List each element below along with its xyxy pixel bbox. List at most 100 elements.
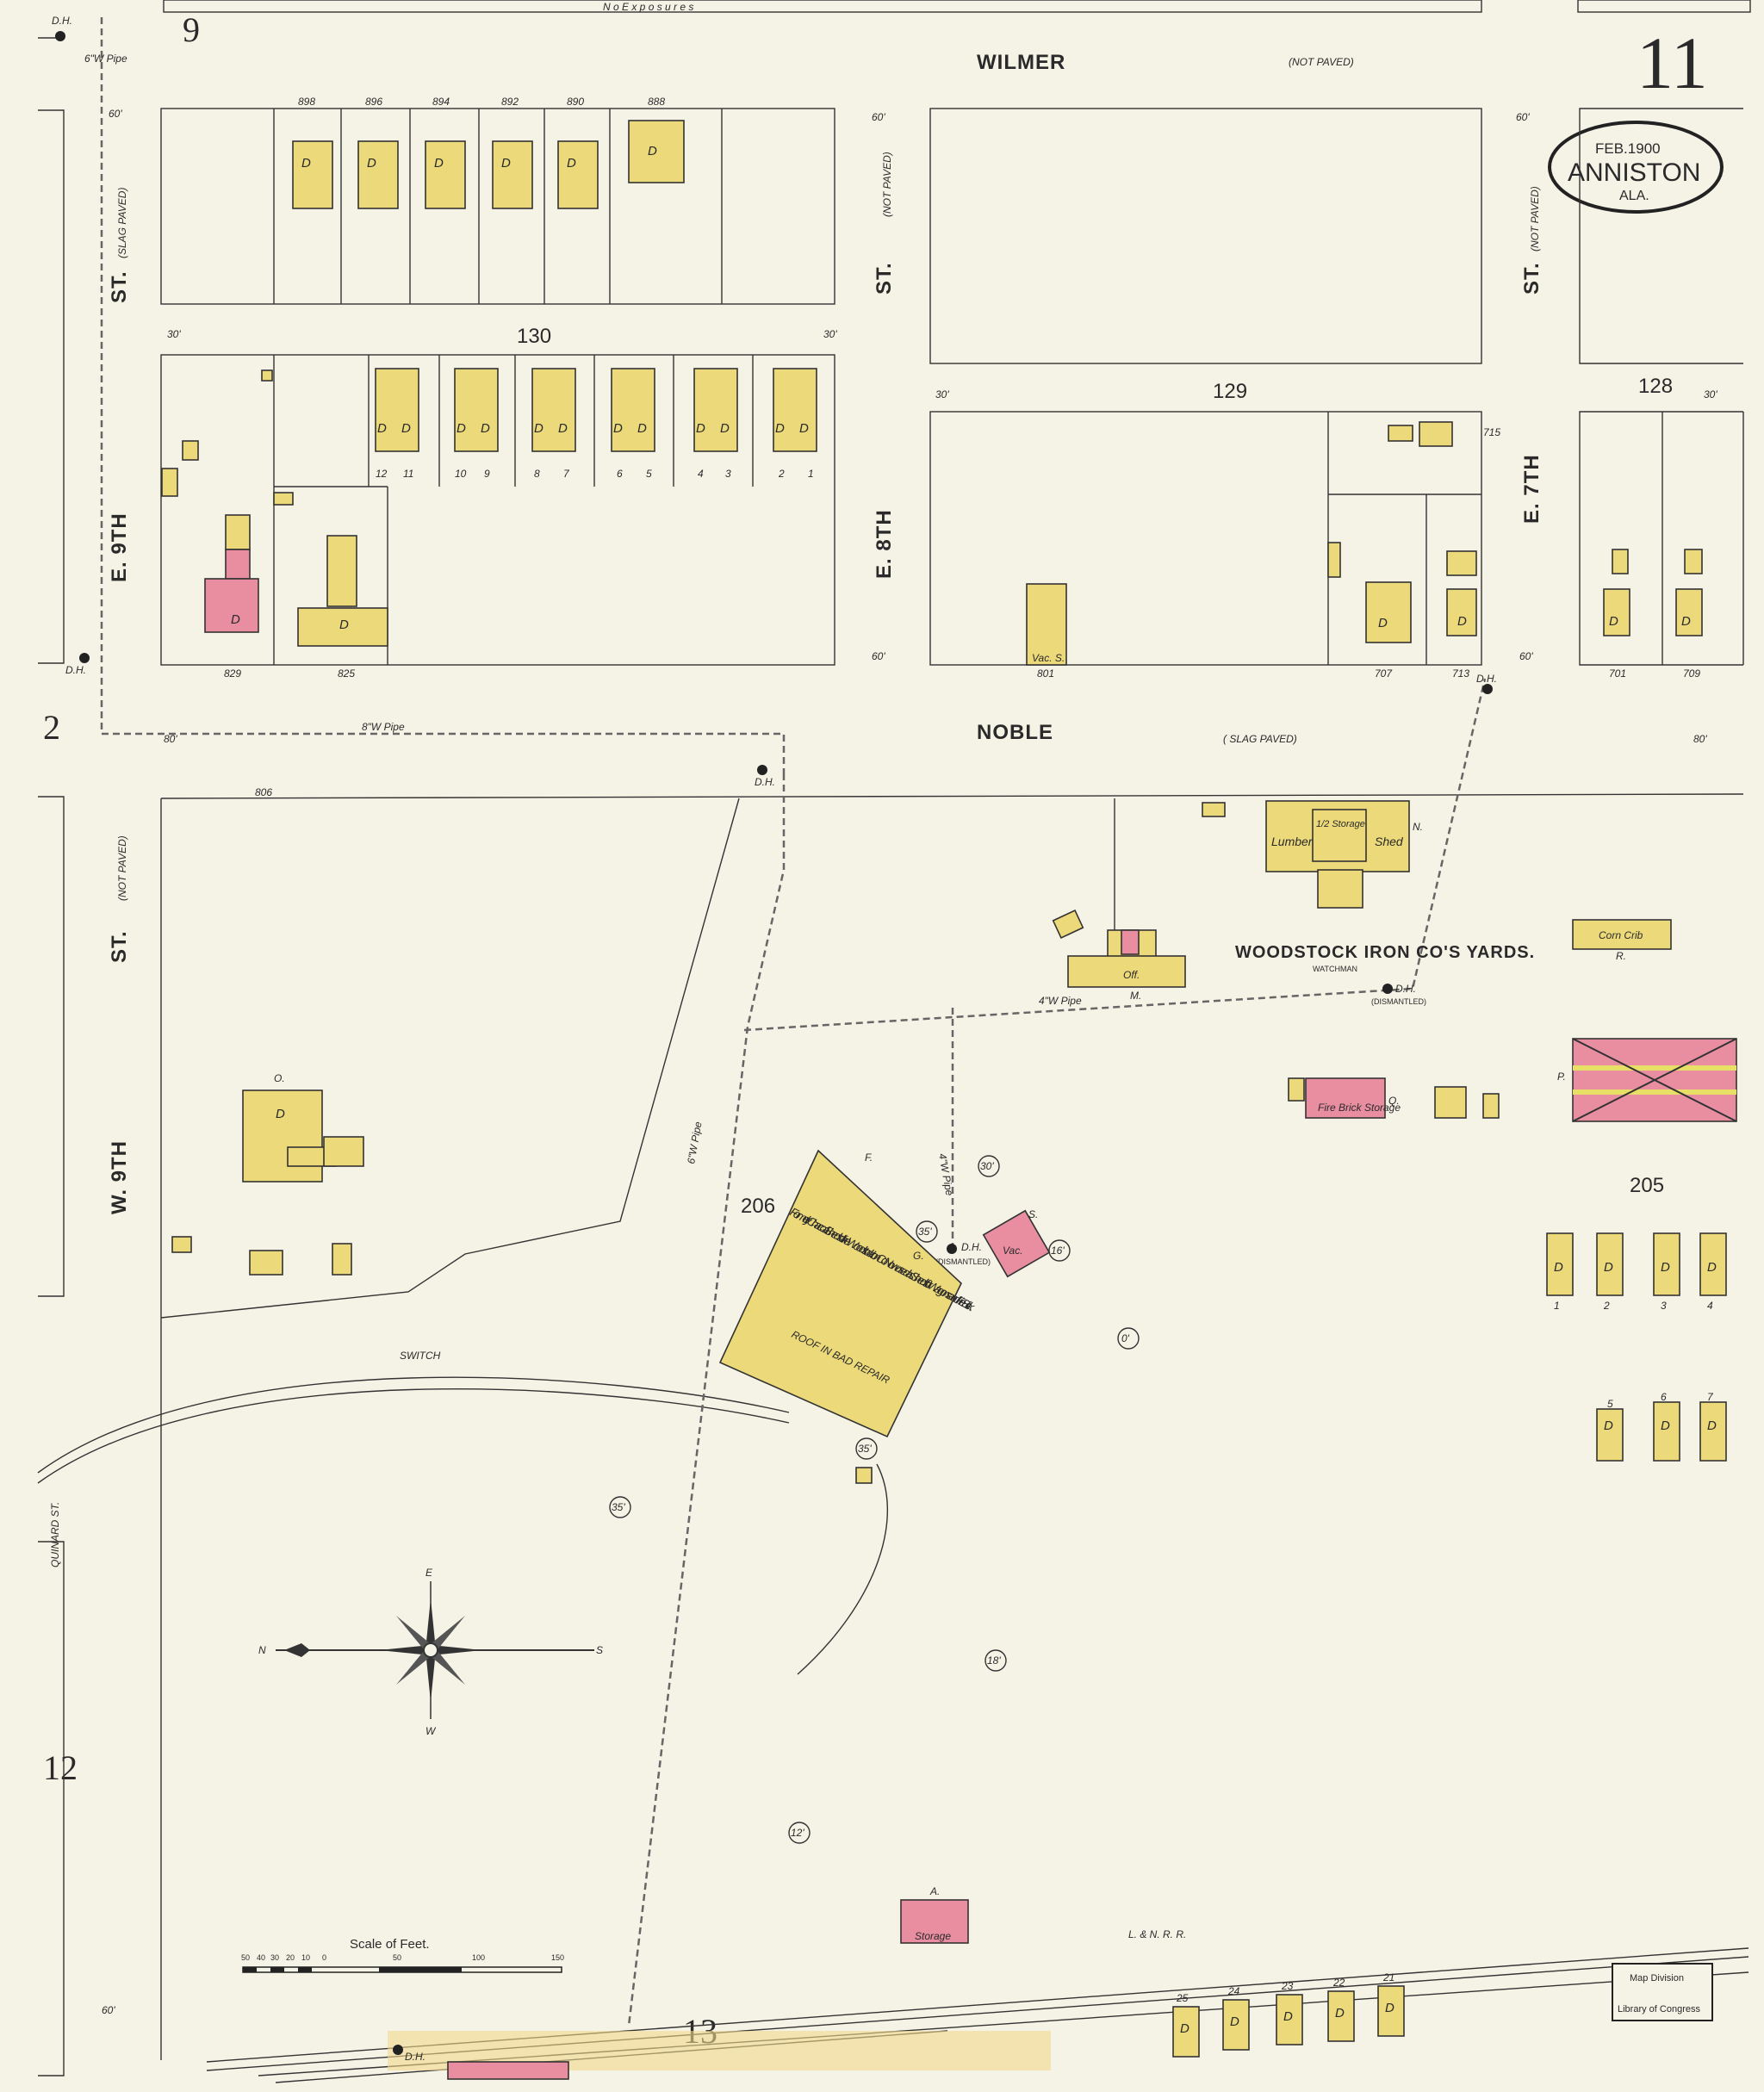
svg-text:D: D [696, 421, 705, 436]
svg-text:D: D [637, 421, 647, 436]
svg-text:4: 4 [1707, 1300, 1713, 1312]
top-exposure-note: N o E x p o s u r e s [603, 1, 693, 13]
svg-text:10: 10 [301, 1953, 310, 1962]
svg-text:(NOT PAVED): (NOT PAVED) [881, 152, 893, 217]
street-w9th: W. 9TH [108, 1140, 131, 1214]
svg-text:60': 60' [1519, 650, 1533, 662]
svg-text:30': 30' [935, 388, 949, 400]
svg-text:12': 12' [791, 1827, 804, 1839]
scale-bar: Scale of Feet. 50 40 30 20 10 0 50 100 1… [241, 1937, 564, 1973]
svg-text:6: 6 [1661, 1391, 1667, 1403]
svg-text:898: 898 [298, 96, 315, 108]
svg-text:D: D [1661, 1418, 1670, 1433]
svg-text:A.: A. [929, 1885, 940, 1897]
svg-text:D: D [377, 421, 387, 436]
street-quintard: QUINARD ST. [49, 1502, 61, 1567]
block-number-206: 206 [741, 1195, 775, 1218]
svg-text:Q.: Q. [1388, 1095, 1400, 1107]
svg-text:829: 829 [224, 667, 241, 680]
svg-text:2: 2 [778, 468, 785, 480]
svg-text:P.: P. [1557, 1071, 1566, 1083]
svg-text:D: D [720, 421, 730, 436]
svg-text:D.H.: D.H. [1395, 983, 1416, 995]
svg-text:60': 60' [872, 111, 885, 123]
street-noble-note: ( SLAG PAVED) [1223, 733, 1297, 745]
svg-text:Fire Brick Storage: Fire Brick Storage [1318, 1102, 1401, 1114]
svg-text:60': 60' [102, 2004, 115, 2016]
compass-rose: E W N S [258, 1567, 603, 1737]
svg-text:D: D [1180, 2021, 1189, 2036]
svg-text:D: D [1609, 614, 1618, 629]
svg-text:Lumber: Lumber [1271, 835, 1314, 848]
svg-text:W: W [425, 1725, 437, 1737]
svg-text:D: D [1554, 1260, 1563, 1275]
dwellings-205: D D D D 1 2 3 4 D D D 5 6 7 [1546, 1232, 1727, 1462]
street-e7th: E. 7TH [1520, 454, 1544, 524]
pipe-label-4w: 4"W Pipe [1039, 995, 1082, 1007]
svg-text:707: 707 [1375, 667, 1393, 680]
svg-text:Vac. S.: Vac. S. [1032, 652, 1065, 664]
buildings-829-825: D D 829 825 [161, 369, 388, 680]
svg-text:701: 701 [1609, 667, 1626, 680]
library-of-congress-stamp: Map Division Library of Congress [1612, 1963, 1713, 2021]
block-north-of-130 [160, 108, 835, 305]
switch-label: SWITCH [400, 1350, 441, 1362]
svg-text:D: D [1378, 616, 1388, 630]
stamp-date: FEB.1900 [1595, 140, 1661, 157]
svg-text:D: D [613, 421, 623, 436]
svg-text:D.H.: D.H. [1476, 673, 1497, 685]
street-e7th-st: ST. [1520, 262, 1544, 295]
svg-text:7: 7 [1707, 1391, 1714, 1403]
adjacent-sheet-top: 9 [183, 10, 200, 49]
svg-text:21: 21 [1382, 1971, 1394, 1983]
svg-text:890: 890 [567, 96, 584, 108]
svg-text:Vac.: Vac. [1003, 1245, 1023, 1257]
svg-text:894: 894 [432, 96, 450, 108]
street-e9th-st: ST. [108, 270, 131, 303]
svg-text:D.H.: D.H. [65, 664, 86, 676]
svg-text:D: D [1457, 614, 1467, 629]
svg-text:Map Division: Map Division [1630, 1973, 1684, 1983]
svg-text:10: 10 [455, 468, 467, 480]
svg-text:896: 896 [365, 96, 382, 108]
svg-text:60': 60' [1516, 111, 1530, 123]
street-e9th: E. 9TH [108, 512, 131, 582]
svg-text:D: D [1283, 2009, 1293, 2024]
svg-text:892: 892 [501, 96, 519, 108]
svg-text:40: 40 [257, 1953, 265, 1962]
svg-text:3: 3 [725, 468, 731, 480]
svg-text:12: 12 [376, 468, 388, 480]
svg-text:715: 715 [1483, 426, 1500, 438]
svg-text:Scale of Feet.: Scale of Feet. [350, 1937, 430, 1952]
svg-text:D.H.: D.H. [52, 15, 72, 27]
svg-text:30': 30' [823, 328, 837, 340]
svg-text:D: D [1707, 1418, 1717, 1433]
svg-text:888: 888 [648, 96, 665, 108]
svg-text:60': 60' [109, 108, 122, 120]
pipe-label-6w: 6"W Pipe [84, 53, 127, 65]
block-130 [160, 354, 835, 666]
svg-text:Off.: Off. [1123, 969, 1140, 981]
svg-text:R.: R. [1616, 950, 1626, 962]
svg-text:8: 8 [534, 468, 540, 480]
svg-text:0: 0 [322, 1953, 326, 1962]
svg-text:D.H.: D.H. [405, 2051, 425, 2063]
adjacent-sheet-left-bottom: 12 [43, 1748, 78, 1787]
street-w9th-st: ST. [108, 930, 131, 963]
buildings-128: D D 701 709 [1603, 549, 1703, 680]
svg-text:9: 9 [484, 468, 490, 480]
svg-text:80': 80' [164, 733, 177, 745]
svg-text:D: D [1604, 1418, 1613, 1433]
svg-text:50: 50 [241, 1953, 250, 1962]
svg-text:713: 713 [1452, 667, 1469, 680]
ln-railroad: L. & N. R. R. [206, 1928, 1749, 2083]
svg-text:D: D [301, 156, 311, 171]
stamp-state: ALA. [1619, 189, 1649, 203]
block-128 [1579, 108, 1744, 666]
svg-text:D: D [339, 618, 349, 632]
railroad-label: L. & N. R. R. [1128, 1928, 1186, 1940]
svg-text:80': 80' [1693, 733, 1707, 745]
svg-text:S.: S. [1028, 1208, 1038, 1220]
svg-text:D: D [434, 156, 444, 171]
elevation-markers: 30' 35' 16' 0' 35' 35' 18' 12' [609, 1155, 1140, 1844]
